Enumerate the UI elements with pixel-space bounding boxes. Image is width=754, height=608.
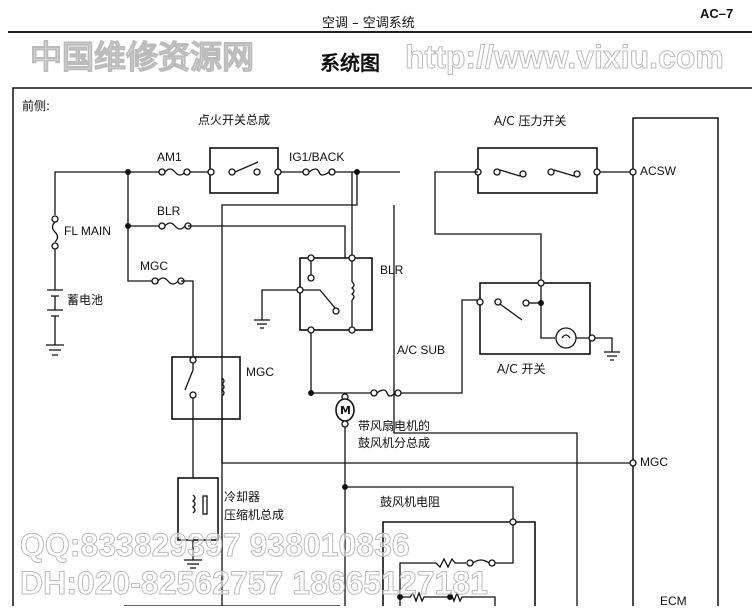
- fuse-am1-label: AM1: [157, 150, 182, 164]
- ignition-switch-box: [207, 147, 282, 194]
- ac-pressure-switch-box: [474, 147, 601, 194]
- fuse-am1: [158, 168, 191, 176]
- fuse-mgc: [151, 277, 185, 285]
- ig-wire: [221, 172, 358, 606]
- junction: [125, 169, 131, 175]
- compressor-label-2: 压缩机总成: [224, 508, 285, 522]
- mgc-relay-label: MGC: [246, 365, 274, 379]
- diagram-frame: [12, 87, 752, 606]
- fuse-fl-main: [51, 215, 59, 250]
- blower-resistor-label: 鼓风机电阻: [380, 495, 441, 509]
- section-header: 空调 – 空调系统: [322, 16, 415, 31]
- front-label: 前侧:: [22, 99, 51, 113]
- fuse-fl-main-label: FL MAIN: [64, 224, 111, 238]
- fuse-blr-label: BLR: [157, 204, 181, 218]
- ecm-pin-mgc: MGC: [640, 455, 668, 469]
- fuse-ig1-back-label: IG1/BACK: [289, 150, 345, 164]
- mgc-fuse-wire: [181, 280, 194, 360]
- blower-feed-wire: [393, 205, 578, 606]
- ac-pressure-switch-label: A/C 压力开关: [494, 114, 567, 128]
- main-supply-wire: [54, 171, 400, 215]
- battery-label: 蓄电池: [67, 293, 104, 307]
- ecm-pin-acsw: ACSW: [640, 164, 676, 178]
- blower-motor-label-2: 鼓风机分总成: [358, 436, 431, 450]
- blower-motor-label-1: 带风扇电机的: [358, 419, 431, 433]
- compressor-label-1: 冷却器: [224, 490, 261, 504]
- fuse-bus-wire: [127, 172, 162, 282]
- compressor-wire: [184, 398, 202, 569]
- motor-letter: M: [340, 404, 351, 417]
- pressure-to-acswitch-wire: [434, 171, 542, 283]
- blr-relay-label: BLR: [380, 263, 404, 277]
- ecm-label: ECM: [660, 594, 687, 608]
- fuse-ac-sub-label: A/C SUB: [397, 343, 446, 357]
- ac-switch-box: [476, 279, 620, 361]
- junction: [125, 223, 131, 229]
- fuse-mgc-label: MGC: [140, 259, 168, 273]
- ignition-switch-label: 点火开关总成: [198, 113, 271, 127]
- header-rule: [8, 31, 752, 33]
- blr-relay-box: [296, 254, 373, 334]
- ground-symbol: [254, 289, 297, 329]
- blower-resistor-box: [382, 518, 536, 606]
- page-number: AC–7: [700, 6, 734, 21]
- ecm-box: [632, 117, 719, 606]
- motor-ground-wire: [344, 427, 514, 606]
- page-title: 系统图: [320, 51, 380, 75]
- battery-symbol: [46, 249, 64, 356]
- ac-switch-label: A/C 开关: [497, 362, 546, 376]
- mgc-relay-box: [171, 356, 241, 420]
- fuse-ac-sub: [370, 389, 402, 397]
- compressor-clutch-box: [177, 477, 219, 541]
- mgc-ecm-wire: [221, 396, 633, 464]
- fuse-ig1-back: [302, 168, 336, 176]
- blr-wire: [188, 225, 346, 258]
- fuse-blr: [158, 222, 192, 230]
